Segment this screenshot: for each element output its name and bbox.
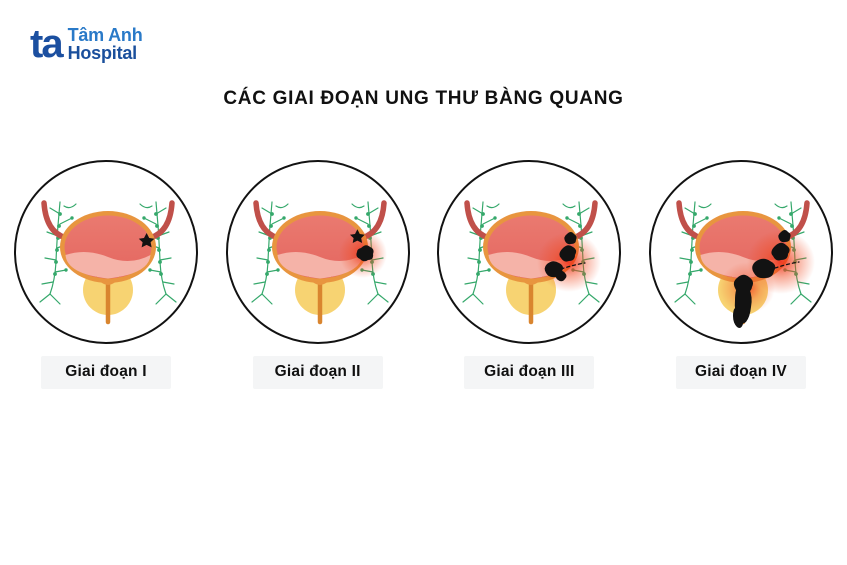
bladder-diagram-stage-2 bbox=[225, 160, 410, 344]
logo-text-hospital: Hospital bbox=[67, 43, 138, 64]
bladder-neck bbox=[307, 276, 332, 285]
stage-label-3: Giai đoạn III bbox=[464, 356, 595, 389]
logo-wordmark: Tâm Anh Hospital bbox=[68, 26, 143, 63]
tumor-nodules-stage-1 bbox=[138, 233, 155, 248]
tumor-spread-path-stage-3 bbox=[560, 262, 586, 270]
bladder-neck bbox=[519, 276, 544, 285]
stage-label-1: Giai đoạn I bbox=[41, 356, 171, 389]
brand-logo: ta Tâm Anh Hospital bbox=[30, 22, 143, 66]
tumor-mass-invading-prostate bbox=[752, 258, 776, 279]
bladder-diagram-stage-3 bbox=[437, 160, 622, 344]
stage-card-2: Giai đoạn II bbox=[225, 160, 411, 389]
logo-text-tam-anh: Tâm Anh bbox=[67, 25, 143, 46]
stage-card-3: Giai đoạn III bbox=[436, 160, 622, 389]
tumor-nodules-stage-4 bbox=[732, 230, 791, 328]
page-title: CÁC GIAI ĐOẠN UNG THƯ BÀNG QUANG bbox=[223, 88, 624, 109]
urine-pool bbox=[277, 251, 363, 279]
tumor-nodules-stage-3 bbox=[545, 232, 577, 282]
stage-row: Giai đoạn I bbox=[0, 160, 847, 389]
logo-mark-ta: ta bbox=[30, 22, 64, 66]
stage-card-1: Giai đoạn I bbox=[13, 160, 199, 389]
bladder-diagram-stage-4 bbox=[648, 160, 833, 344]
bladder-neck bbox=[96, 276, 120, 285]
stage-label-4: Giai đoạn IV bbox=[675, 356, 806, 389]
urine-pool bbox=[65, 251, 151, 279]
tumor-nodules-stage-2 bbox=[349, 229, 374, 262]
stage-card-4: Giai đoạn IV bbox=[648, 160, 834, 389]
stage-label-2: Giai đoạn II bbox=[252, 356, 383, 389]
bladder-diagram-stage-1 bbox=[14, 160, 198, 344]
tumor-spread-path-stage-4 bbox=[774, 261, 800, 269]
lymph-nodes-left bbox=[264, 212, 286, 276]
